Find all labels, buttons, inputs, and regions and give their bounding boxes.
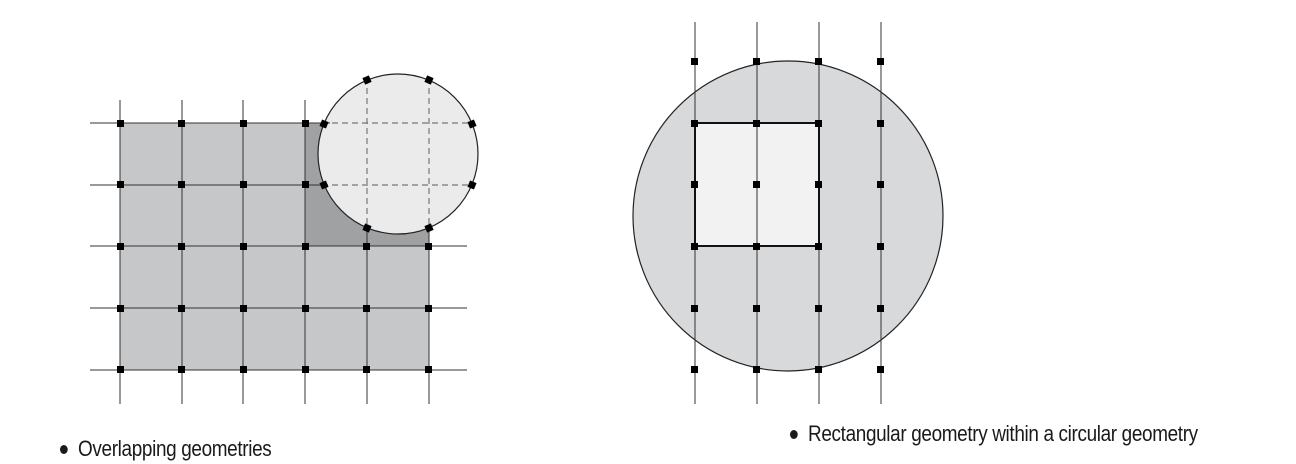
bullet-icon xyxy=(60,444,68,454)
left-grid-nodes xyxy=(117,120,432,373)
caption-left-text: Overlapping geometries xyxy=(78,436,272,461)
caption-overlapping-geometries: Overlapping geometries xyxy=(60,436,272,462)
bullet-icon xyxy=(790,429,798,439)
circle-perimeter-nodes xyxy=(319,75,477,233)
circular-geometry xyxy=(317,73,479,235)
rectangle-within-circle-diagram xyxy=(632,22,944,404)
left-grid-lines xyxy=(90,100,467,404)
right-grid-nodes xyxy=(691,58,884,373)
circle-inner-grid xyxy=(322,78,472,230)
caption-rectangle-within-circle: Rectangular geometry within a circular g… xyxy=(790,421,1198,447)
overlapping-geometries-diagram xyxy=(90,73,479,404)
caption-right-text: Rectangular geometry within a circular g… xyxy=(808,421,1198,446)
